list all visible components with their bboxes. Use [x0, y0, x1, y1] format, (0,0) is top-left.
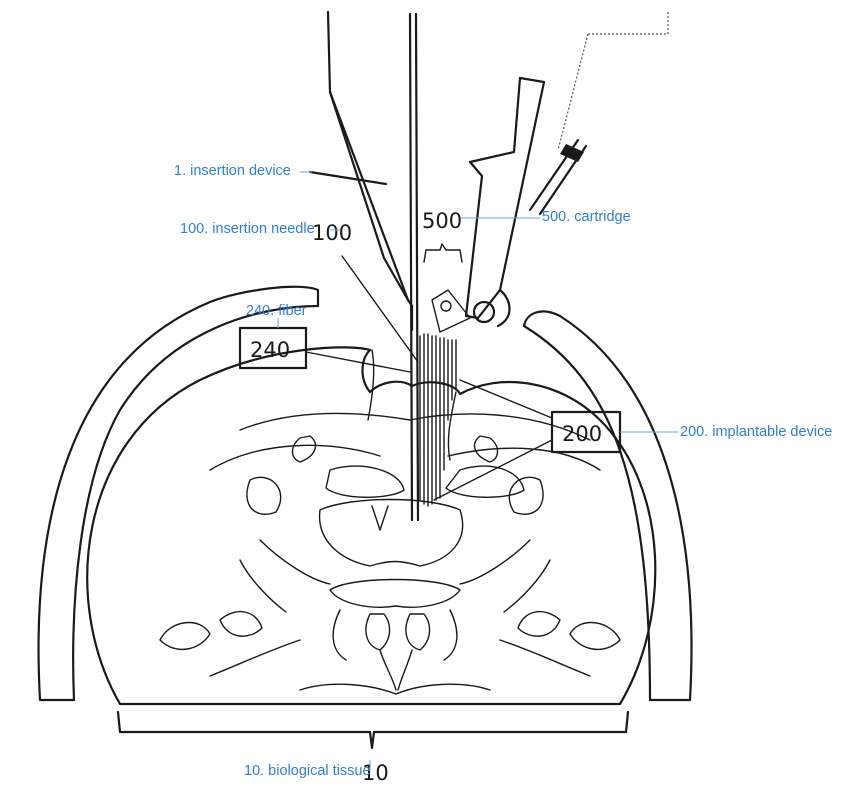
ref-box-240: 240	[238, 326, 308, 370]
insertion-needle	[341, 12, 420, 522]
label-fiber: 240. fiber	[246, 303, 307, 319]
ref-10: 10	[362, 761, 389, 785]
label-cartridge: 500. cartridge	[542, 209, 631, 225]
brain-section	[86, 346, 657, 706]
ref-240: 240	[250, 338, 290, 362]
ref-200: 200	[562, 422, 602, 446]
reference-leaders	[305, 351, 553, 501]
tissue-bracket	[116, 710, 630, 750]
implantable-device-fibers	[419, 333, 457, 507]
label-insertion-needle: 100. insertion needle	[180, 221, 315, 237]
cartridge: 500	[422, 10, 669, 333]
ref-100: 100	[312, 221, 352, 245]
label-biological-tissue: 10. biological tissue	[244, 763, 371, 779]
ref-box-200: 200	[550, 410, 622, 454]
annotation-leaders	[277, 171, 678, 770]
ref-500: 500	[422, 209, 462, 233]
label-implantable-device: 200. implantable device	[680, 424, 833, 440]
label-insertion-device: 1. insertion device	[174, 163, 291, 179]
skull	[37, 285, 693, 702]
